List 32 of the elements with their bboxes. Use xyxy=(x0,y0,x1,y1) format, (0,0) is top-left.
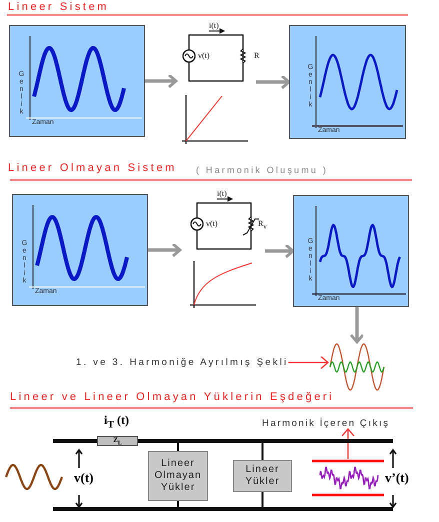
load-box: Lineer Olmayan Yükler xyxy=(148,451,208,501)
arrow xyxy=(148,242,182,258)
circuit-label: i(t) xyxy=(209,21,219,30)
caption-text: Harmonik İçeren Çıkış xyxy=(262,418,390,429)
graph-panel xyxy=(289,25,406,139)
arrow xyxy=(350,307,364,344)
arrow xyxy=(341,428,355,459)
section-subheading: ( Harmonik Oluşumu ) xyxy=(196,165,328,175)
circuit-label: v(t) xyxy=(206,219,218,228)
voltage-label: v(t) xyxy=(74,470,94,486)
wire xyxy=(262,443,264,460)
caption-text: 1. ve 3. Harmoniğe Ayrılmış Şekli xyxy=(76,357,288,368)
graph-panel xyxy=(293,195,409,307)
arrow xyxy=(265,244,294,258)
load-box: Lineer Yükler xyxy=(233,460,292,492)
voltage-label: v’(t) xyxy=(385,470,409,486)
circuit-label: R$_{v}$ xyxy=(258,219,267,231)
wire xyxy=(262,492,264,507)
wire xyxy=(177,443,179,451)
graph-panel xyxy=(9,25,145,137)
wire xyxy=(177,501,179,507)
arrow xyxy=(256,74,290,90)
section-heading: Lineer Sistem xyxy=(8,1,110,13)
arrow xyxy=(145,74,178,88)
graph-panel xyxy=(12,194,148,306)
arrow xyxy=(288,356,329,370)
circuit-label: v(t) xyxy=(198,51,210,60)
circuit-label: i(t) xyxy=(217,189,227,198)
circuit-label: R xyxy=(254,51,260,60)
section-heading: Lineer ve Lineer Olmayan Yüklerin Eşdeğeri xyxy=(10,391,334,403)
section-heading: Lineer Olmayan Sistem xyxy=(8,162,177,174)
current-label: i$_{T}$ (t) xyxy=(104,413,130,430)
